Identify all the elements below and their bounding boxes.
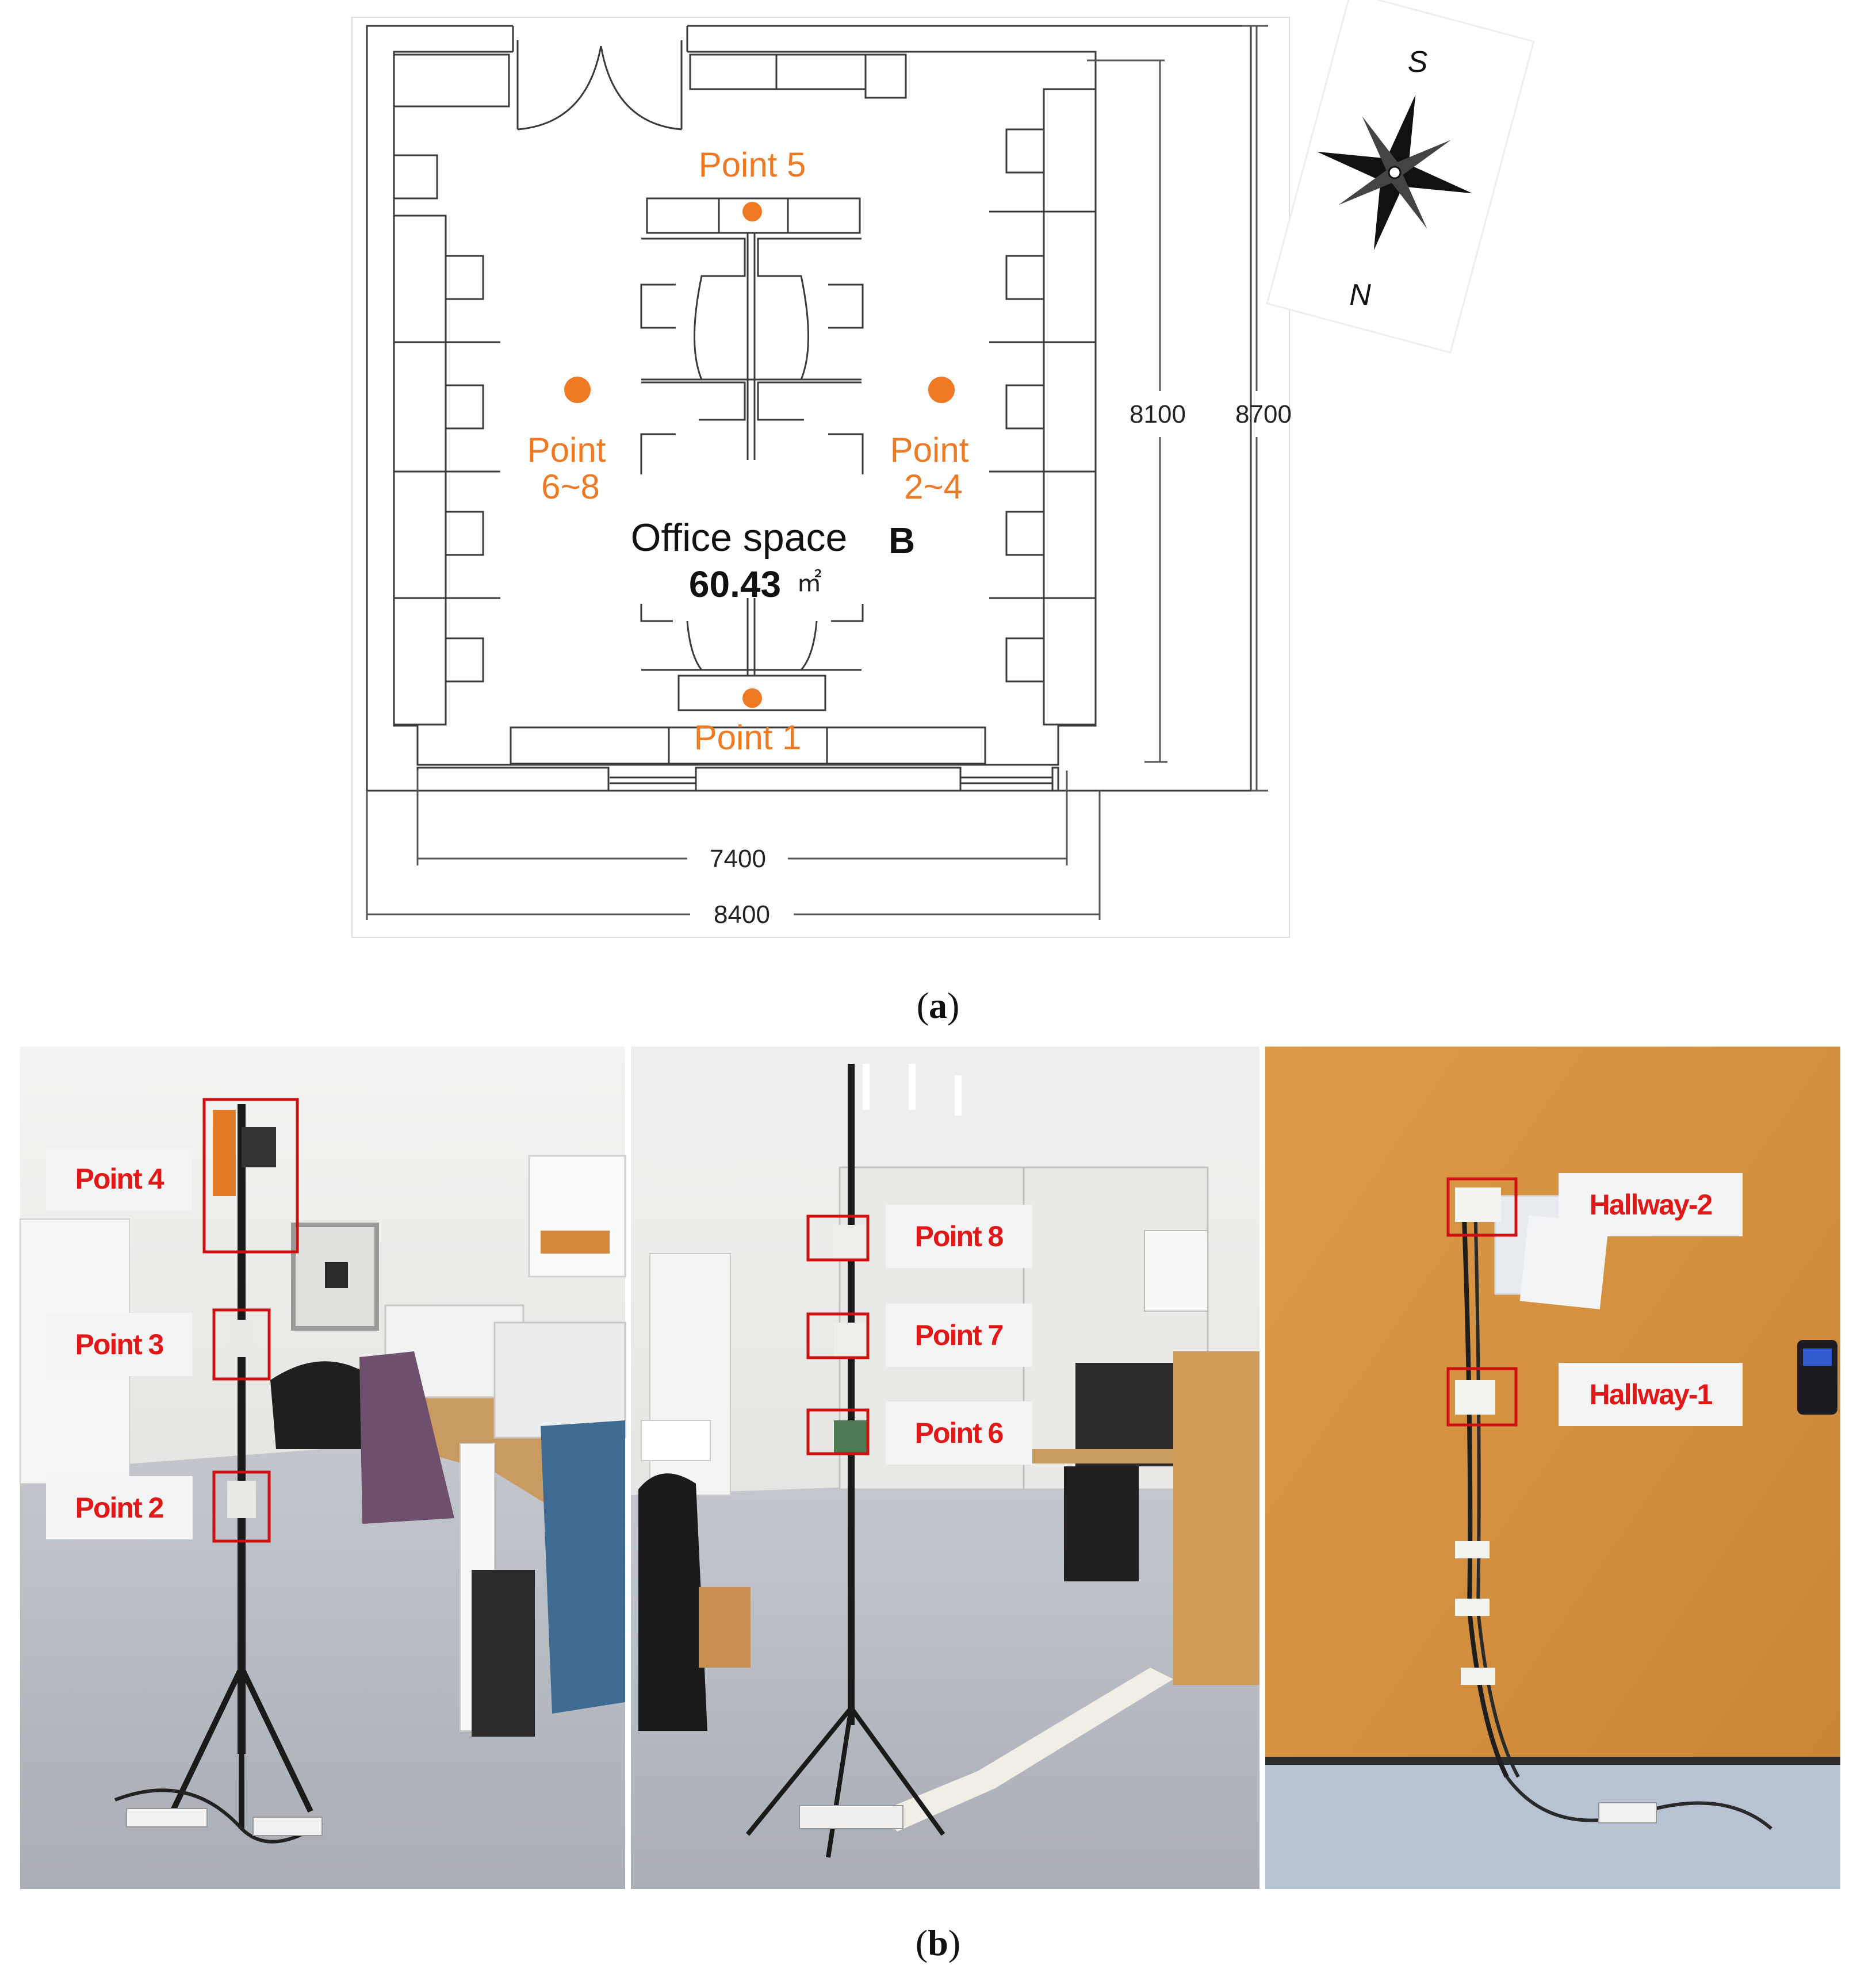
photo-2-label-point-6: Point 6 xyxy=(915,1417,1003,1449)
left-desk-row xyxy=(393,214,500,726)
bottom-cabinets xyxy=(416,726,1059,792)
caption-a: (a) xyxy=(917,985,960,1026)
compass-north-label: N xyxy=(1349,278,1371,312)
photo-2-label-point-7: Point 7 xyxy=(915,1319,1003,1351)
room-title-suffix: B xyxy=(889,520,915,561)
point-1-label: Point 1 xyxy=(694,718,802,757)
dimension-width-outer: 8400 xyxy=(714,901,770,929)
photo-1-label-point-4: Point 4 xyxy=(75,1163,164,1195)
tripod-2 xyxy=(745,1064,945,1858)
photo-3-label-hallway-1: Hallway-1 xyxy=(1590,1378,1713,1411)
drawing-frame xyxy=(351,17,1290,938)
floor-plan: 8100 8700 7400 8400 Point 5 Point 1 Poin… xyxy=(351,0,1535,938)
point-6-8-marker xyxy=(564,377,591,403)
compass: S N xyxy=(1266,0,1535,354)
photo-3-label-hallway-2: Hallway-2 xyxy=(1590,1189,1712,1221)
right-desk-row xyxy=(989,88,1097,726)
central-desk-cluster xyxy=(640,197,864,711)
point-1-marker xyxy=(742,688,762,708)
top-cabinets xyxy=(393,53,907,108)
room-area: 60.43 xyxy=(689,564,781,605)
tripod-1 xyxy=(114,1104,323,1844)
compass-rose-icon xyxy=(1316,94,1473,251)
room-area-unit: ㎡ xyxy=(797,569,822,597)
point-2-4-marker xyxy=(928,377,955,403)
dimension-lines xyxy=(366,25,1268,920)
point-5-label: Point 5 xyxy=(699,145,806,184)
double-door xyxy=(516,40,683,131)
point-5-marker xyxy=(742,202,762,221)
compass-south-label: S xyxy=(1408,45,1428,79)
room-title: Office space xyxy=(631,516,848,560)
photo-1: Point 4 Point 3 Point 2 xyxy=(20,1047,626,1889)
photo-2: Point 8 Point 7 Point 6 xyxy=(631,1047,1259,1889)
photo-2-label-point-8: Point 8 xyxy=(915,1220,1004,1252)
small-cabinet xyxy=(393,154,438,200)
photo-1-label-point-3: Point 3 xyxy=(75,1328,163,1361)
point-2-4-label-line1: Point xyxy=(890,431,969,469)
point-2-4-label-line2: 2~4 xyxy=(904,468,963,506)
caption-b: (b) xyxy=(916,1922,960,1963)
point-6-8-label-line2: 6~8 xyxy=(541,468,600,506)
point-6-8-label-line1: Point xyxy=(527,431,606,469)
dimension-height-inner: 8100 xyxy=(1130,400,1186,428)
photo-1-label-point-2: Point 2 xyxy=(75,1492,163,1524)
dimension-height-outer: 8700 xyxy=(1235,400,1292,428)
dimension-width-inner: 7400 xyxy=(710,845,766,873)
photo-3: Hallway-2 Hallway-1 xyxy=(1265,1047,1840,1889)
